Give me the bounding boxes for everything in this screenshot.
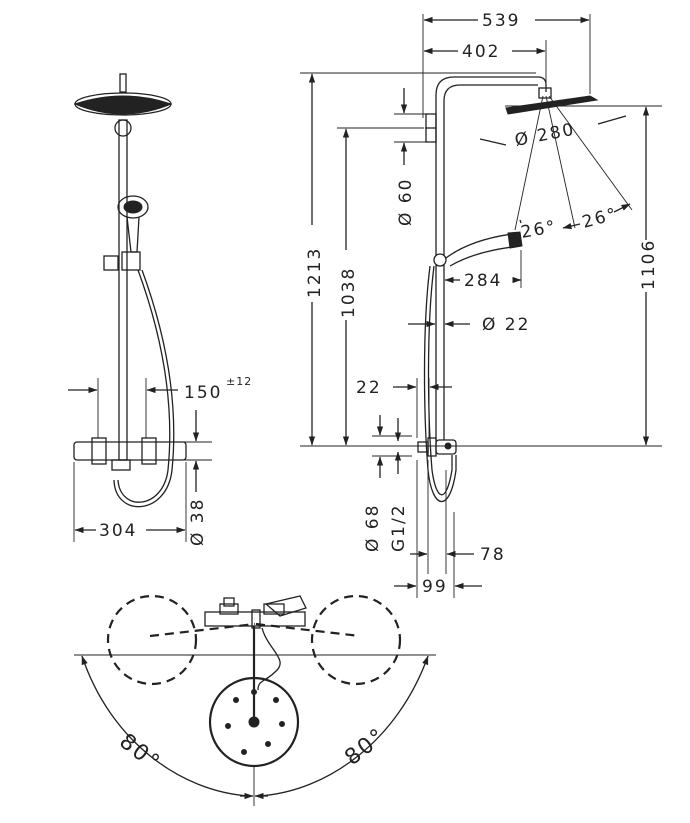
- overhead-shower-head: [73, 73, 173, 137]
- thermostat-mixer: [73, 437, 187, 471]
- dim-overall-width: 539: [482, 11, 520, 31]
- dim-outlet-78: 78: [480, 545, 506, 565]
- dim-holder-height: 1038: [339, 267, 359, 318]
- dim-mixer-diameter: Ø 38: [188, 498, 208, 546]
- shower-hose: [117, 269, 171, 503]
- dim-head-clearance: 1106: [639, 239, 659, 290]
- dim-centers-tolerance: ±12: [226, 375, 252, 388]
- dim-head-arm: 402: [462, 42, 500, 62]
- rotated-head-right: [310, 594, 402, 686]
- hand-shower-side: [433, 231, 523, 267]
- dim-outlet-99: 99: [422, 577, 448, 597]
- dim-mixer-width: 304: [99, 521, 137, 541]
- dim-centers-value: 150: [184, 383, 222, 403]
- dim-wall-distance: 22: [356, 378, 382, 398]
- dim-rotation-left: 80°: [114, 729, 165, 776]
- hose-top: [257, 627, 281, 691]
- dim-total-height: 1213: [305, 247, 325, 298]
- dim-wall-rose: Ø 60: [396, 178, 416, 226]
- hose-side: [427, 265, 453, 496]
- riser-pipe: [118, 119, 128, 461]
- overhead-head-side: [505, 95, 599, 115]
- dim-connection-thread: G1/2: [389, 503, 409, 552]
- rotated-head-left: [106, 594, 198, 686]
- dim-pipe-diameter: Ø 22: [482, 315, 530, 335]
- top-view: 80° 80°: [74, 594, 436, 806]
- dim-spray-angle-right: 26°: [580, 204, 620, 233]
- mixer-top: [204, 595, 307, 629]
- mixer-side: [417, 437, 457, 457]
- dim-spray-angle-left: 26°: [519, 217, 558, 243]
- front-view: 150 ±12 Ø 38 304: [68, 73, 252, 546]
- dim-mixer-rose: Ø 68: [363, 504, 383, 552]
- dim-head-diameter: Ø 280: [513, 120, 577, 151]
- side-view: 539 402 Ø 280 26° 26° 1213 1038 1106 Ø 6…: [300, 11, 662, 598]
- dim-hand-shower-length: 284: [464, 271, 502, 291]
- hand-shower: [103, 195, 149, 271]
